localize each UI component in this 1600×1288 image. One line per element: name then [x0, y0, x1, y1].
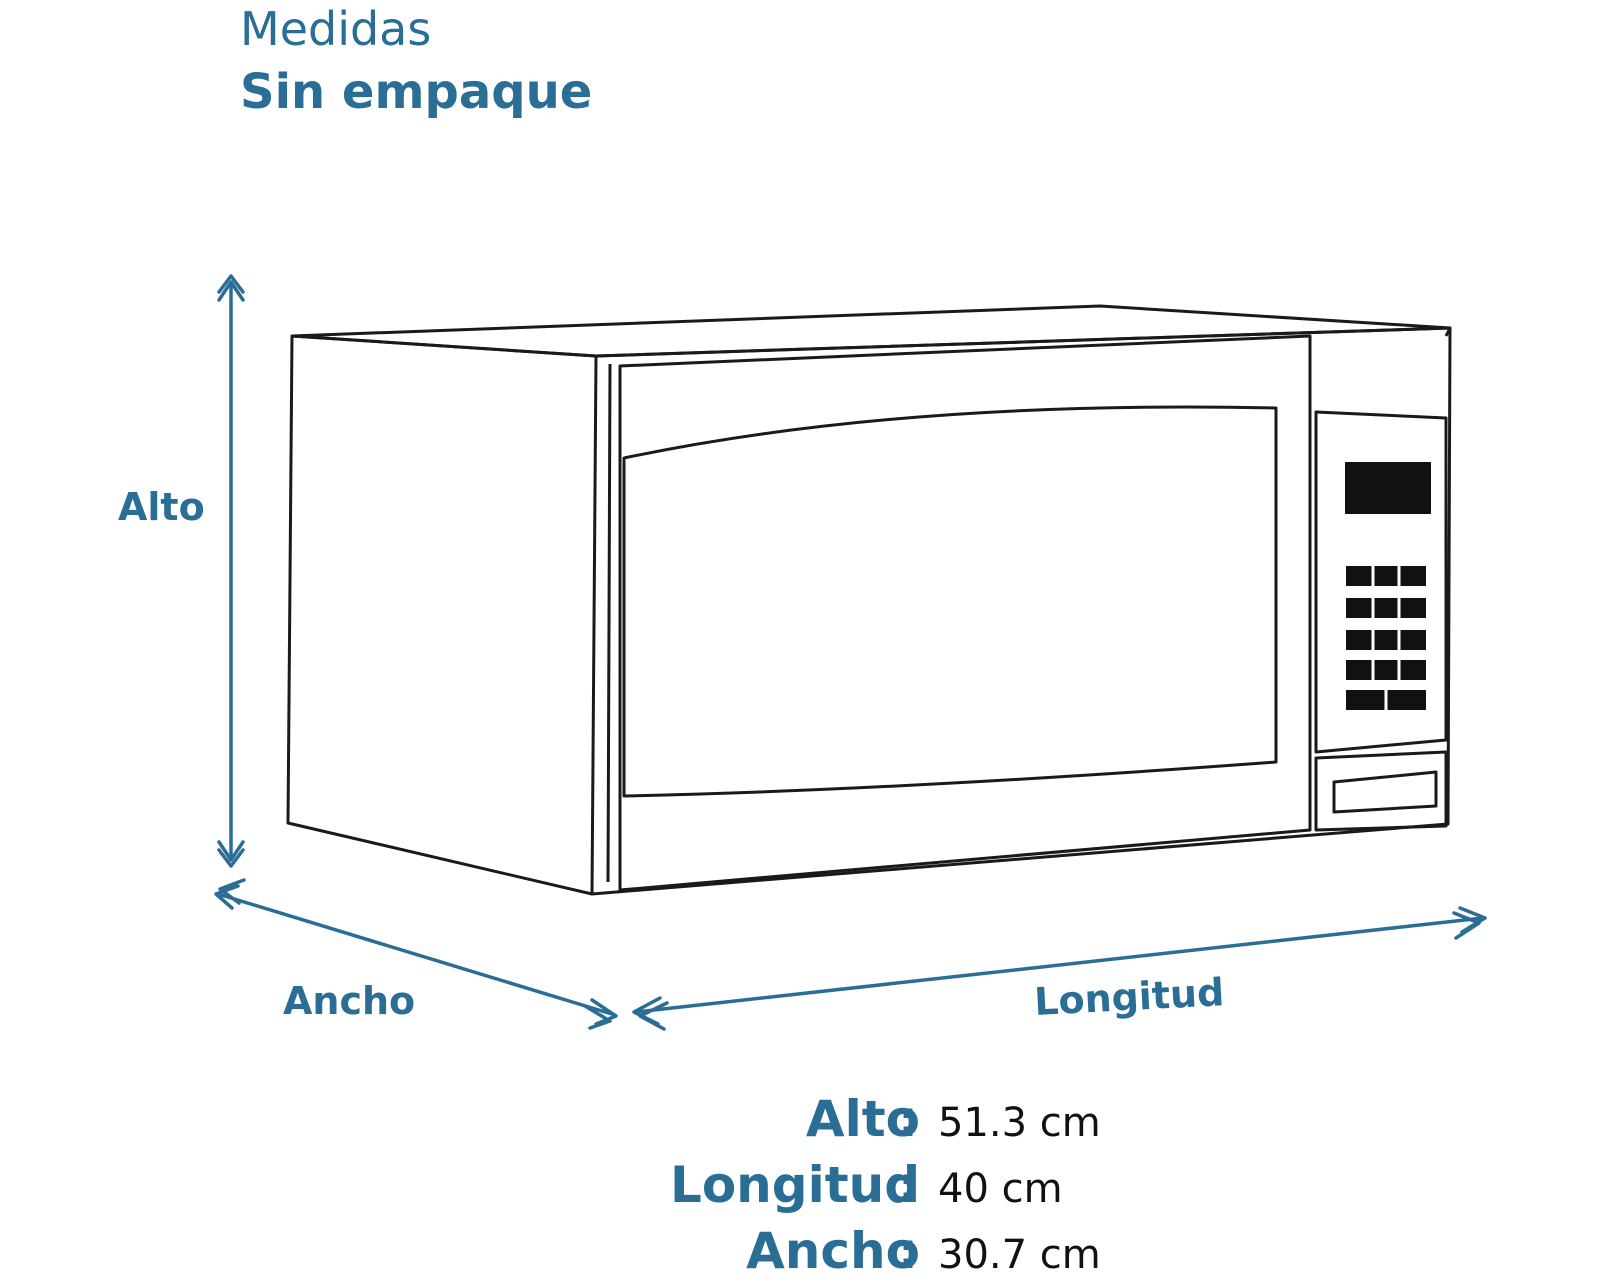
spec-value: 51.3 cm	[938, 1100, 1101, 1146]
microwave-button-row	[1346, 566, 1426, 586]
microwave-door-opener-handle	[1332, 770, 1438, 814]
microwave-button-row	[1346, 630, 1426, 650]
microwave-button-dividers	[1371, 566, 1401, 710]
microwave-controls	[1345, 462, 1431, 710]
microwave-illustration	[286, 304, 1452, 896]
microwave-button-row	[1346, 598, 1426, 618]
microwave-control-panel	[1314, 410, 1448, 754]
length-label: Longitud	[1033, 970, 1225, 1024]
microwave-window	[622, 405, 1278, 798]
spec-label: Alto	[805, 1090, 920, 1148]
page-title: Medidas	[240, 2, 432, 56]
page-subtitle: Sin empaque	[240, 64, 593, 120]
length-arrow	[632, 906, 1487, 1031]
spec-row-length: Longitud : 40 cm	[560, 1156, 1280, 1222]
microwave-front-inner-edge	[606, 363, 612, 883]
microwave-button-row	[1346, 660, 1426, 680]
spec-colon: :	[898, 1156, 918, 1214]
height-arrow	[217, 274, 245, 868]
height-label: Alto	[118, 485, 205, 529]
spec-label: Longitud	[669, 1156, 920, 1214]
microwave-door-opener	[1314, 750, 1448, 832]
spec-row-height: Alto : 51.3 cm	[560, 1090, 1280, 1156]
microwave-top-surface	[291, 304, 1452, 338]
microwave-left-side	[286, 334, 598, 896]
microwave-display	[1345, 462, 1431, 514]
spec-colon: :	[898, 1090, 918, 1148]
spec-colon: :	[898, 1222, 918, 1280]
spec-value: 30.7 cm	[938, 1232, 1101, 1278]
spec-label: Ancho	[746, 1222, 920, 1280]
width-label: Ancho	[283, 979, 415, 1023]
microwave-door-panel	[618, 334, 1312, 892]
spec-value: 40 cm	[938, 1166, 1063, 1212]
microwave-front-face	[591, 326, 1452, 896]
spec-row-width: Ancho : 30.7 cm	[560, 1222, 1280, 1288]
width-arrow	[214, 878, 618, 1030]
